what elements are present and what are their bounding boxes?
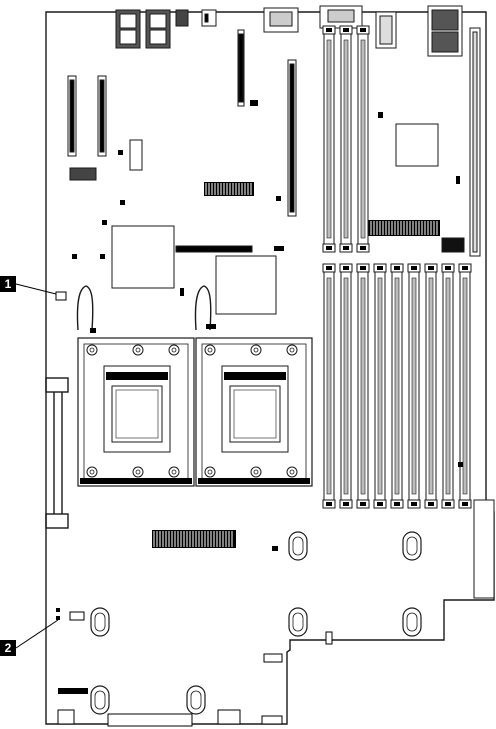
dimm-slot-lower-6	[408, 264, 420, 508]
dimm-slot-lower-3	[357, 264, 369, 508]
jumper-block	[202, 10, 216, 26]
callout-1-label: 1	[5, 277, 12, 291]
northbridge-chip	[112, 226, 174, 288]
dimm-slot-lower-2	[340, 264, 352, 508]
ethernet-connector	[176, 10, 188, 26]
processor-socket-1	[78, 338, 194, 486]
mounting-hole-3	[91, 608, 109, 636]
mounting-hole-6	[91, 686, 109, 714]
southbridge-chip	[216, 256, 276, 314]
dimm-slot-upper-3	[357, 26, 369, 252]
mounting-hole-1	[289, 532, 307, 560]
processor-socket-2	[196, 338, 312, 486]
mounting-hole-4	[289, 608, 307, 636]
bmc-chip	[396, 124, 438, 166]
battery-connector	[474, 500, 494, 598]
mounting-hole-5	[403, 608, 421, 636]
dimm-slot-lower-5	[391, 264, 403, 508]
dimm-slot-lower-4	[374, 264, 386, 508]
dimm-bank-lower	[323, 264, 471, 508]
dimm-slot-upper-1	[323, 26, 335, 252]
dimm-slot-lower-9	[459, 264, 471, 508]
callout-2-label: 2	[5, 641, 12, 655]
dimm-slot-lower-8	[442, 264, 454, 508]
dimm-slot-lower-1	[323, 264, 335, 508]
dimm-bank-upper	[323, 26, 369, 252]
dimm-slot-lower-7	[425, 264, 437, 508]
mounting-hole-7	[187, 686, 205, 714]
mounting-hole-2	[403, 532, 421, 560]
dimm-slot-upper-2	[340, 26, 352, 252]
